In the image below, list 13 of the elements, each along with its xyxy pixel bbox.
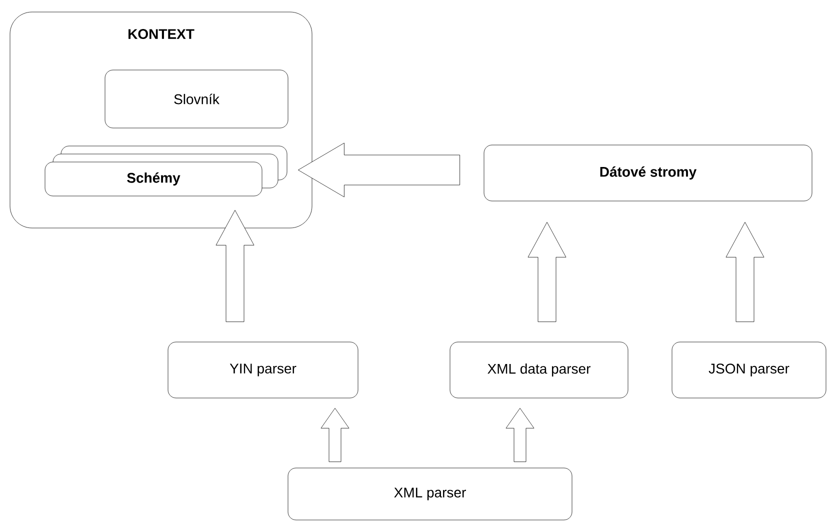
stacked-box: Schémy xyxy=(44,146,288,196)
block-arrow xyxy=(298,142,460,198)
process-box: Slovník xyxy=(104,70,288,128)
parser-box: YIN parser xyxy=(168,342,358,398)
block-arrow xyxy=(528,222,566,322)
block-arrow xyxy=(726,222,764,322)
block-arrow xyxy=(506,408,534,462)
block-arrow xyxy=(320,408,350,462)
parser-box: XML parser xyxy=(288,468,572,520)
process-box: Dátové stromy xyxy=(484,144,812,202)
parser-box: XML data parser xyxy=(450,342,628,398)
block-arrow xyxy=(216,210,254,322)
parser-box: JSON parser xyxy=(672,342,826,398)
